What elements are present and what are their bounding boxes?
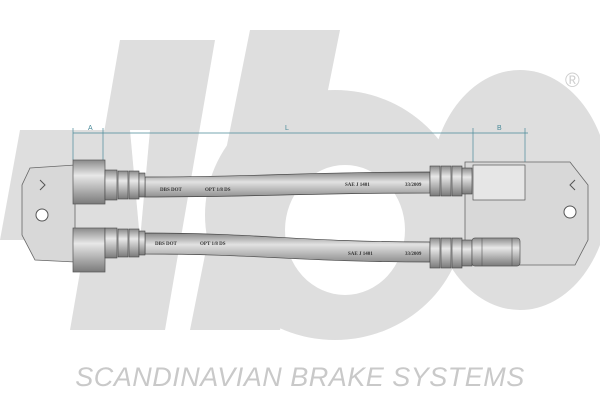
hose-marking: OPT 1/8 DS	[200, 242, 226, 247]
hose-marking: SAE J 1401	[345, 183, 370, 188]
dimension-a-label: A	[88, 125, 93, 132]
brand-tagline: SCANDINAVIAN BRAKE SYSTEMS	[75, 362, 525, 392]
dimension-l-label: L	[285, 125, 289, 132]
dimension-lines	[72, 128, 528, 165]
hose-marking: OPT 1/8 DS	[205, 188, 231, 193]
dimension-b-label: B	[497, 125, 502, 132]
hose-bottom: DBS DOT OPT 1/8 DS SAE J 1401 33/2009	[72, 227, 521, 273]
left-bracket	[21, 164, 76, 263]
hose-marking: DBS DOT	[155, 242, 177, 247]
hose-marking: 33/2009	[405, 183, 422, 188]
hose-marking: 33/2009	[405, 252, 422, 257]
registered-mark: ®	[565, 70, 580, 92]
hose-top: DBS DOT OPT 1/8 DS SAE J 1401 33/2009	[72, 159, 526, 205]
hose-marking: DBS DOT	[160, 188, 182, 193]
hose-marking: SAE J 1401	[348, 252, 373, 257]
